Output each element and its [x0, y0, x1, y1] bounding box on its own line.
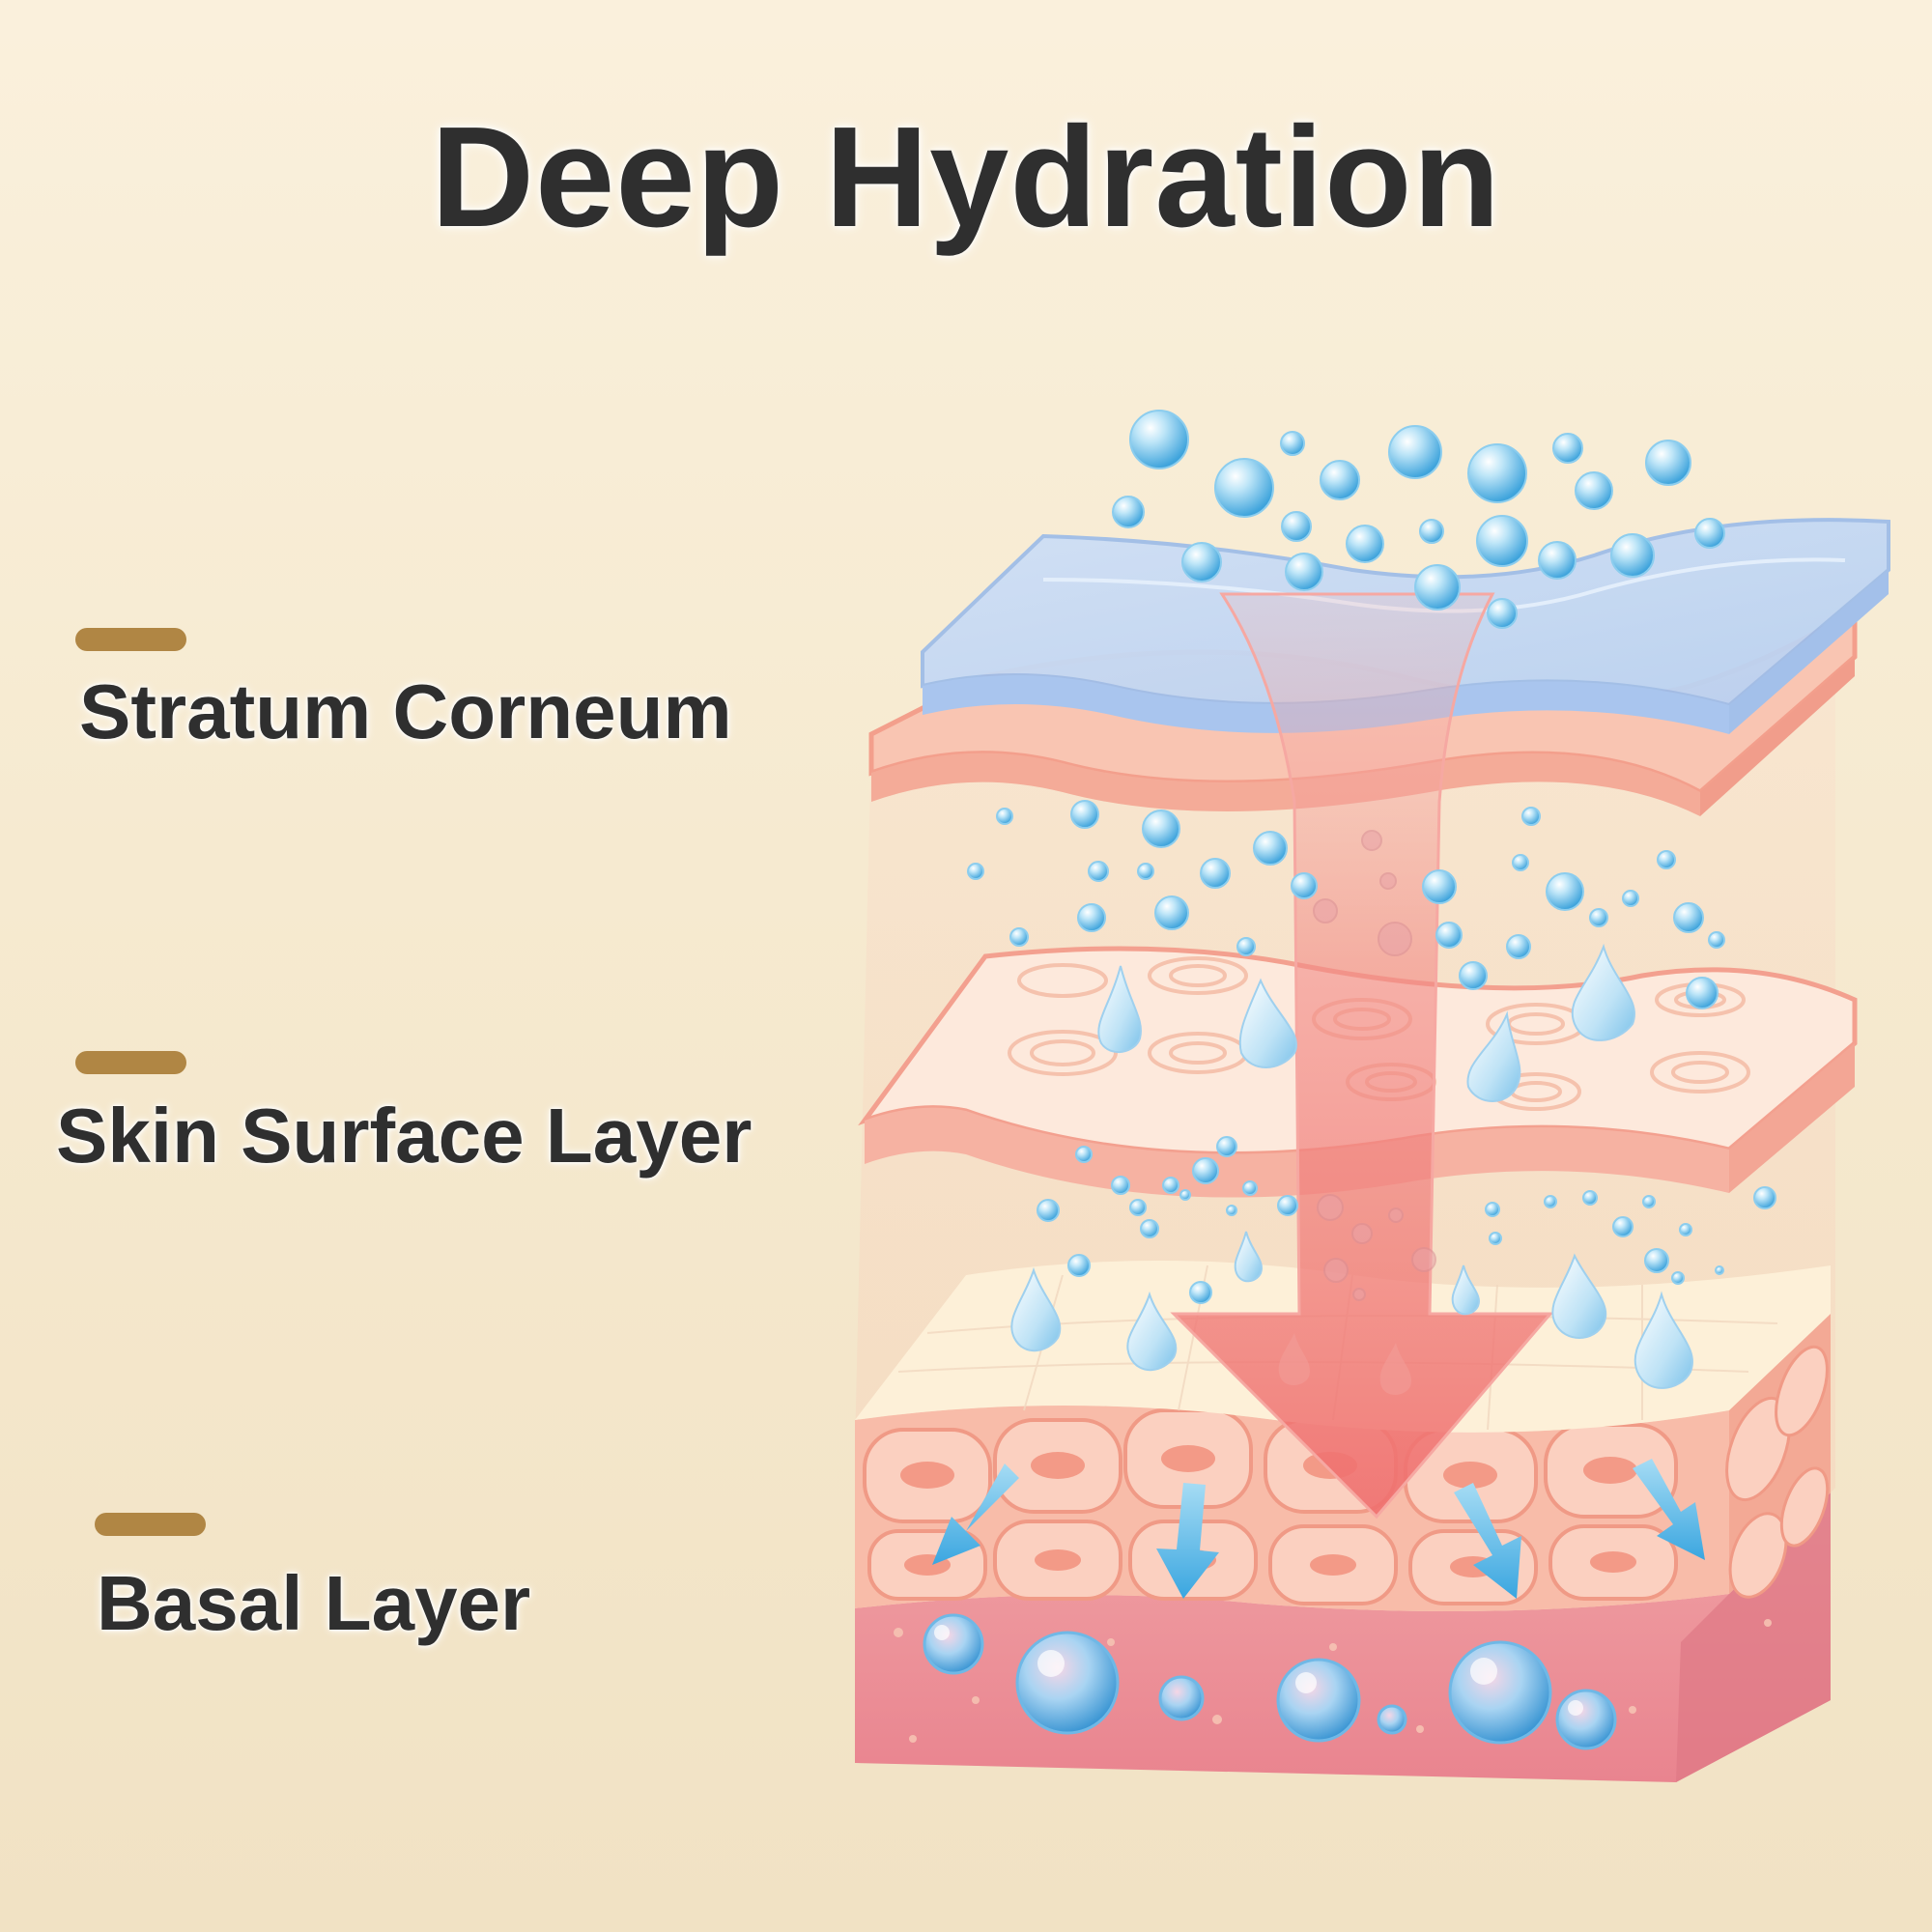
water-droplets — [1010, 943, 1693, 1389]
page-title: Deep Hydration — [431, 98, 1501, 257]
surface-bubbles — [1112, 410, 1725, 629]
layer-label-stratum-corneum: Stratum Corneum — [79, 668, 732, 754]
diffusion-arrows — [932, 1459, 1705, 1599]
layer-label-basal: Basal Layer — [97, 1560, 531, 1646]
interior-bubbles-upper — [967, 800, 1725, 1009]
layer-label-skin-surface: Skin Surface Layer — [56, 1093, 753, 1179]
label-marker-3 — [95, 1513, 206, 1536]
label-marker-2 — [75, 1051, 186, 1074]
penetration-arrow — [1170, 592, 1554, 1520]
label-marker-1 — [75, 628, 186, 651]
interior-bubbles-lower — [1037, 1136, 1776, 1304]
